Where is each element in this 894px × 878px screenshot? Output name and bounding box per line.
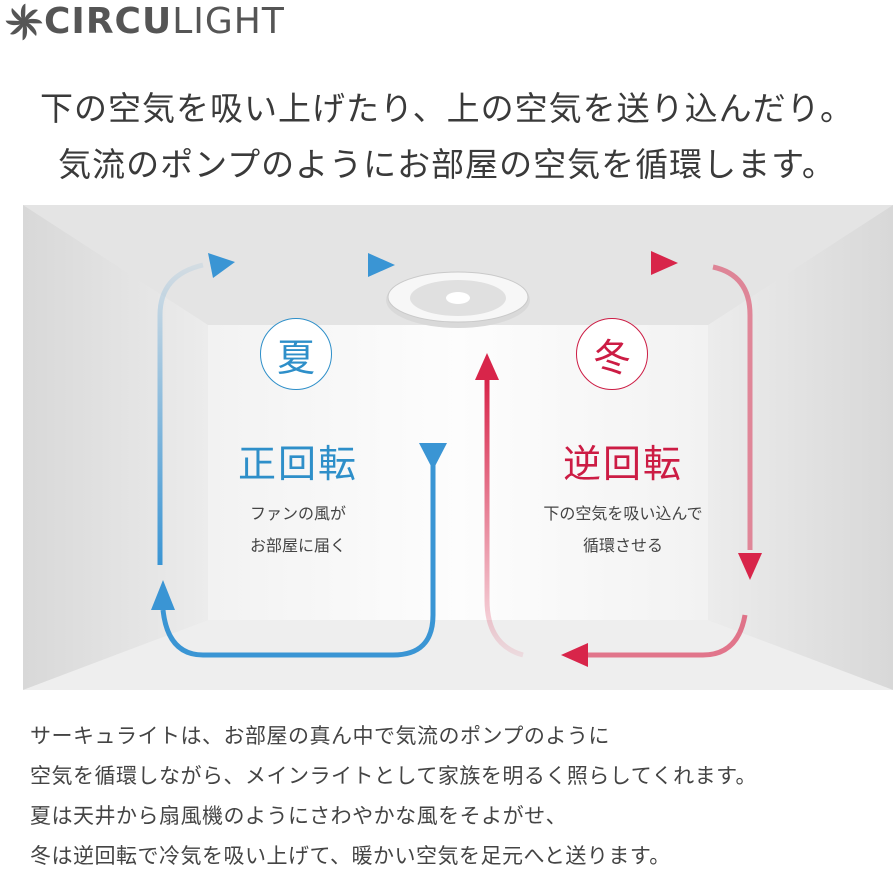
paragraph-line: サーキュライトは、お部屋の真ん中で気流のポンプのように: [30, 724, 610, 748]
summer-title: 正回転: [237, 442, 358, 486]
winter-badge: 冬: [576, 318, 648, 390]
paragraph-line: 空気を循環しながら、メインライトとして家族を明るく照らしてくれます。: [30, 764, 758, 788]
summer-badge: 夏: [260, 318, 332, 390]
summer-airflow-arrows: [151, 253, 447, 658]
airflow-illustration: 夏 冬 正回転 逆回転 ファンの風がお部屋に届く 下の空気を吸い込んで循環させる: [23, 205, 893, 690]
paragraph-line: 冬は逆回転で冷気を吸い上げて、暖かい空気を足元へと送ります。: [30, 844, 671, 868]
winter-description-line: 下の空気を吸い込んで: [543, 504, 703, 523]
description-paragraph: サーキュライトは、お部屋の真ん中で気流のポンプのように 空気を循環しながら、メイ…: [30, 716, 757, 876]
headline-line-1: 下の空気を吸い上げたり、上の空気を送り込んだり。: [39, 89, 855, 128]
logo: CIRCULIGHT: [4, 2, 285, 42]
paragraph-line: 夏は天井から扇風機のようにさわやかな風をそよがせ、: [30, 804, 568, 828]
winter-description-line: 循環させる: [582, 536, 663, 555]
winter-airflow-arrows: [475, 251, 762, 667]
room-diagram: [23, 205, 893, 690]
logo-text: CIRCULIGHT: [44, 1, 285, 42]
winter-title: 逆回転: [562, 442, 683, 486]
headline-line-2: 気流のポンプのようにお部屋の空気を循環します。: [58, 145, 836, 184]
fan-icon: [5, 3, 43, 41]
ceiling-fan-light: [386, 271, 530, 328]
summer-description-line: お部屋に届く: [249, 536, 346, 555]
summer-description-line: ファンの風が: [249, 504, 346, 523]
winter-description: 下の空気を吸い込んで循環させる: [513, 498, 733, 562]
summer-description: ファンの風がお部屋に届く: [213, 498, 383, 562]
